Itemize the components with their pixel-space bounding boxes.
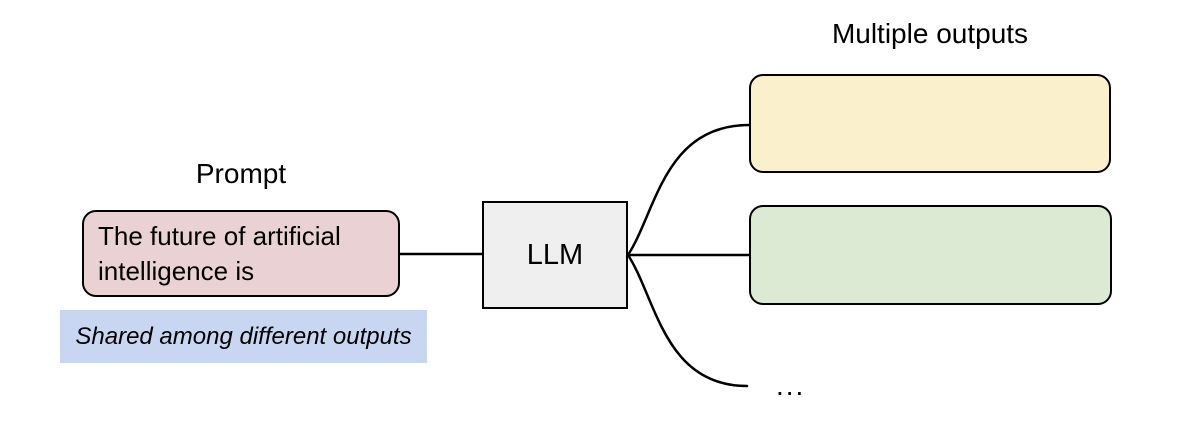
prompt-note: Shared among different outputs bbox=[60, 310, 427, 363]
prompt-text: The future of artificial intelligence is bbox=[98, 220, 341, 286]
outputs-title: Multiple outputs bbox=[831, 18, 1029, 49]
llm-box: LLM bbox=[482, 201, 628, 309]
more-outputs-ellipsis: ... bbox=[776, 370, 806, 401]
connector-llm-to-more-outputs bbox=[626, 253, 749, 388]
prompt-note-text: Shared among different outputs bbox=[75, 322, 412, 350]
prompt-box: The future of artificial intelligence is bbox=[82, 210, 400, 297]
prompt-title: Prompt bbox=[195, 158, 287, 189]
output-box-2 bbox=[749, 205, 1112, 305]
llm-label: LLM bbox=[526, 238, 584, 271]
connector-llm-to-output-1 bbox=[626, 123, 751, 257]
output-box-1 bbox=[749, 74, 1111, 173]
